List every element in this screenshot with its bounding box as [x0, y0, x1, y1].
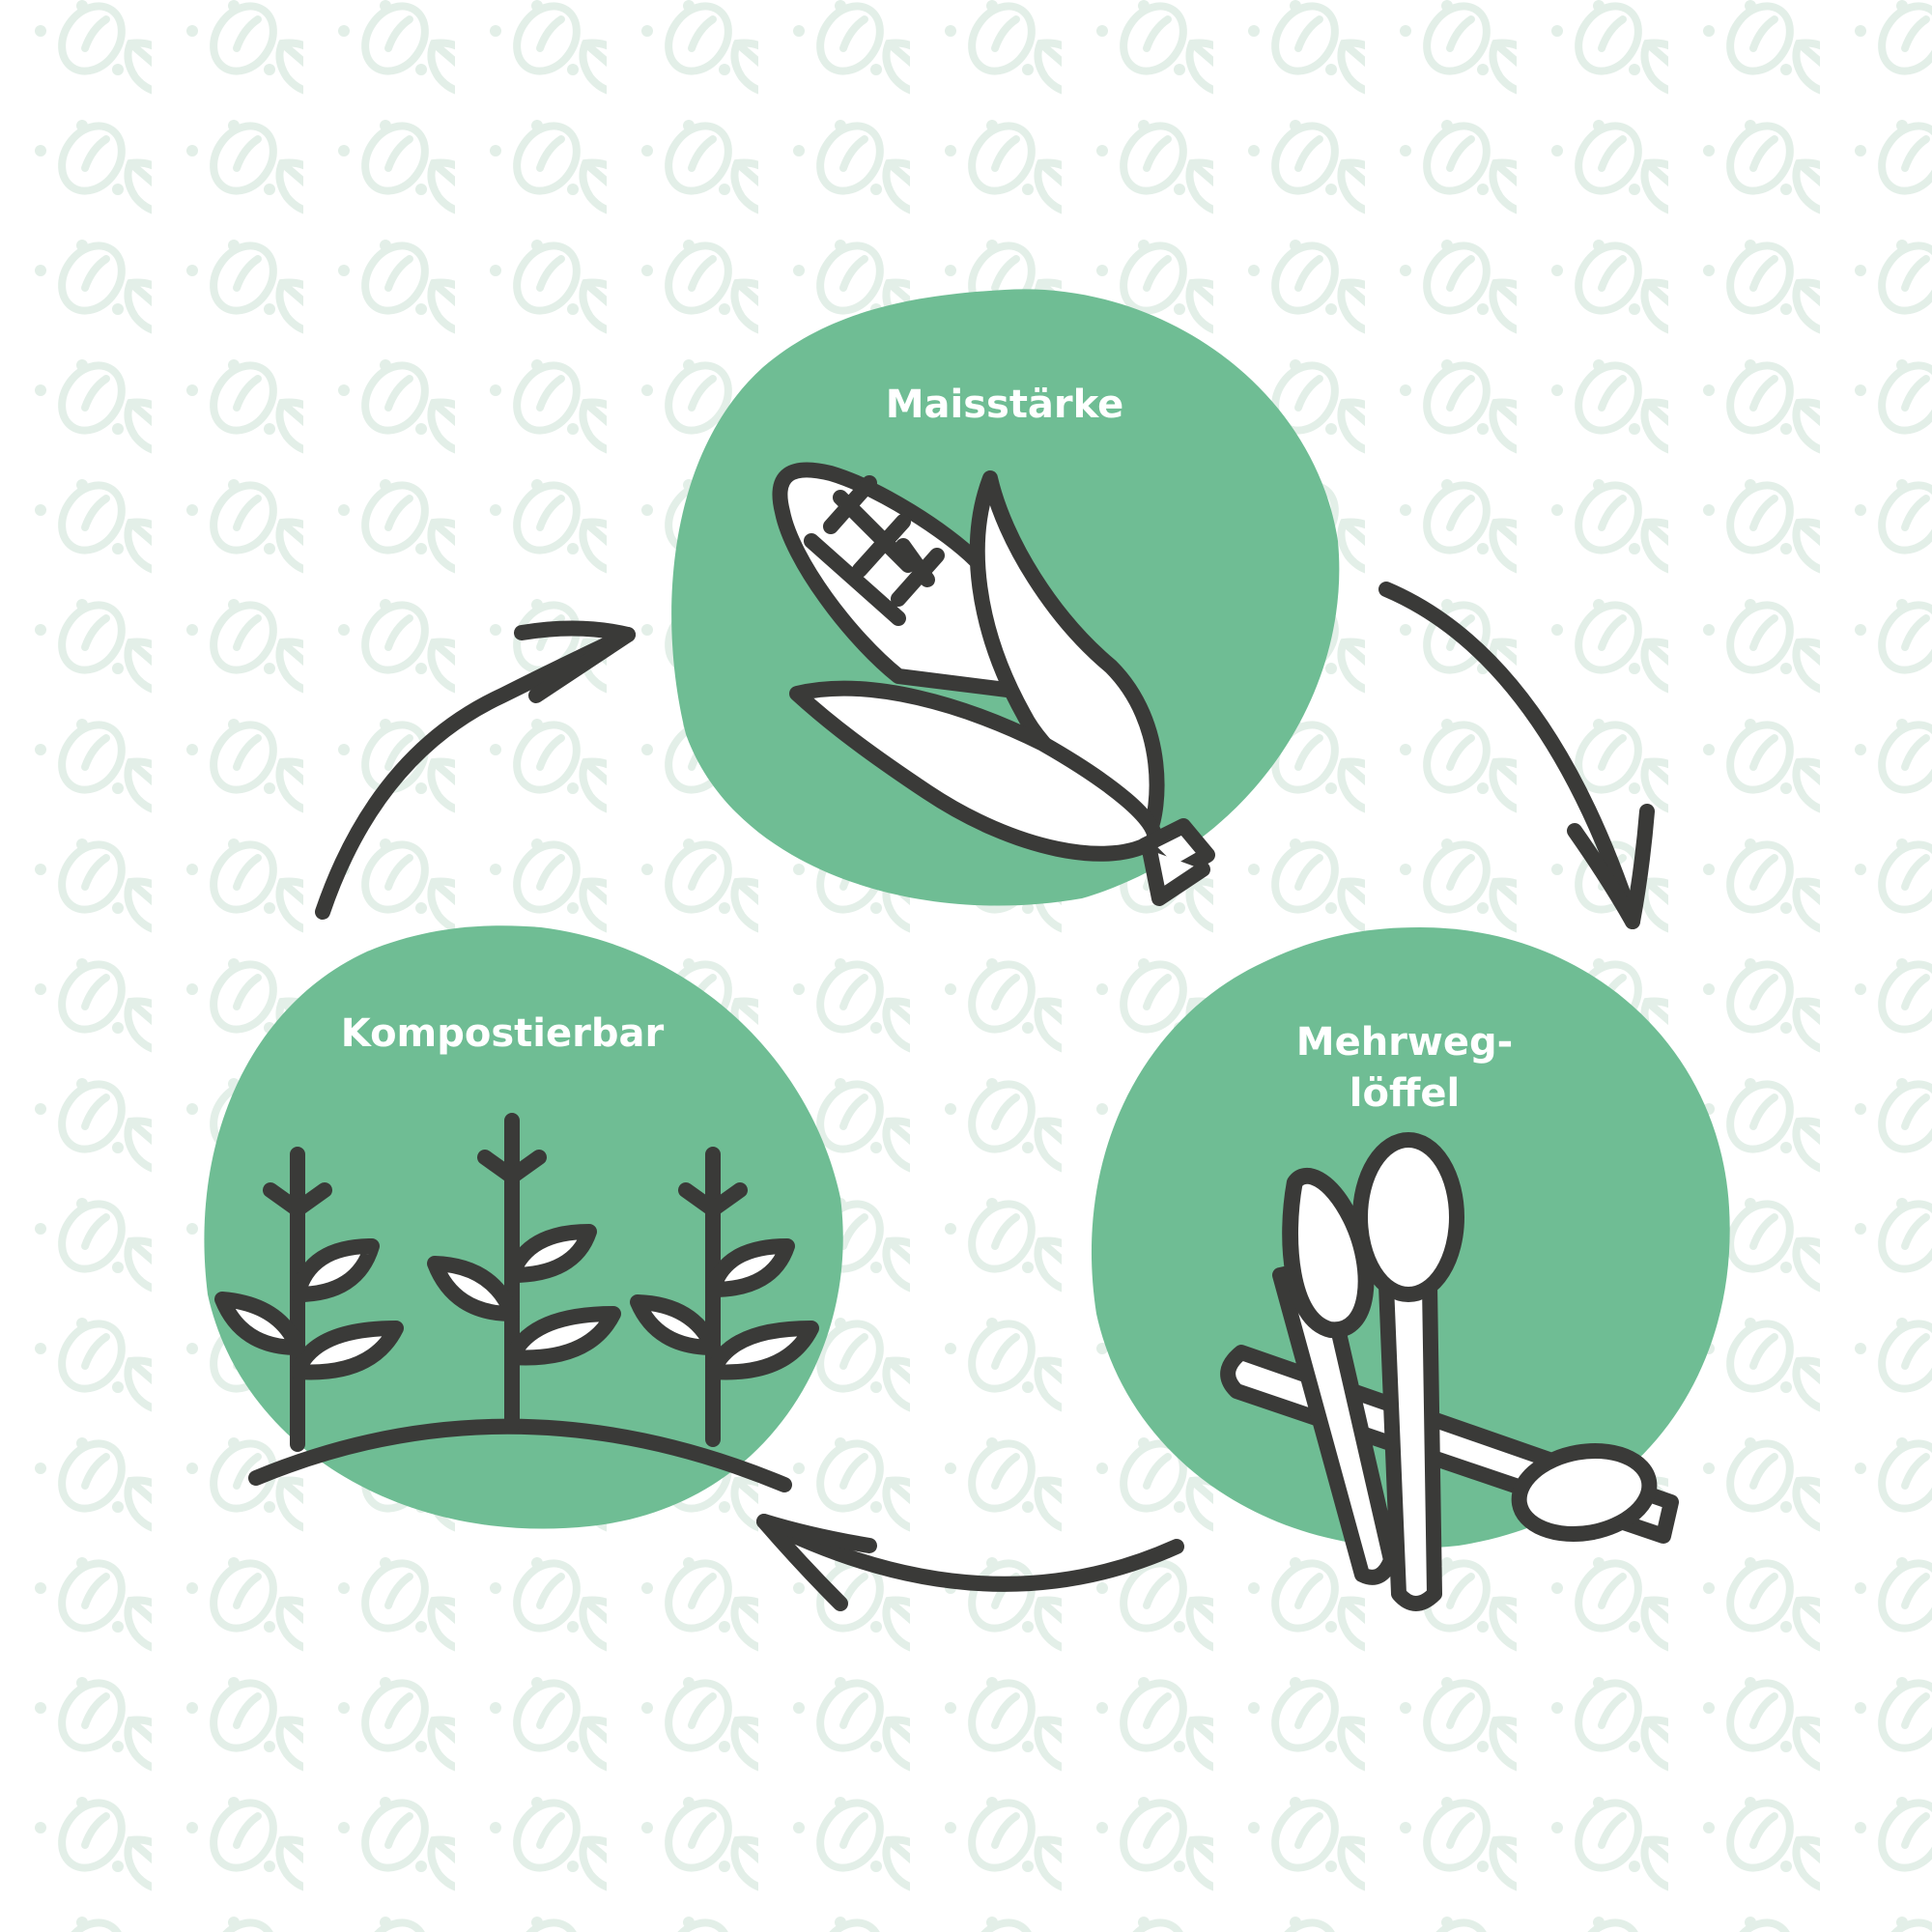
- label-mehrweg-line1: Mehrweg-: [1296, 1020, 1513, 1065]
- spoons-icon: [1220, 1132, 1679, 1611]
- label-maisstaerke: Maisstärke: [886, 383, 1124, 427]
- arrow-to-mehrweg: [1378, 582, 1655, 929]
- label-mehrweg-line2: löffel: [1350, 1071, 1460, 1116]
- corn-icon: [772, 462, 1215, 906]
- arrow-to-kompostierbar: [756, 1514, 1184, 1611]
- blob-kompostierbar: [204, 925, 843, 1529]
- label-kompostierbar: Kompostierbar: [341, 1011, 665, 1056]
- plants-icon: [214, 1113, 819, 1492]
- arrow-to-maisstaerke: [315, 620, 636, 920]
